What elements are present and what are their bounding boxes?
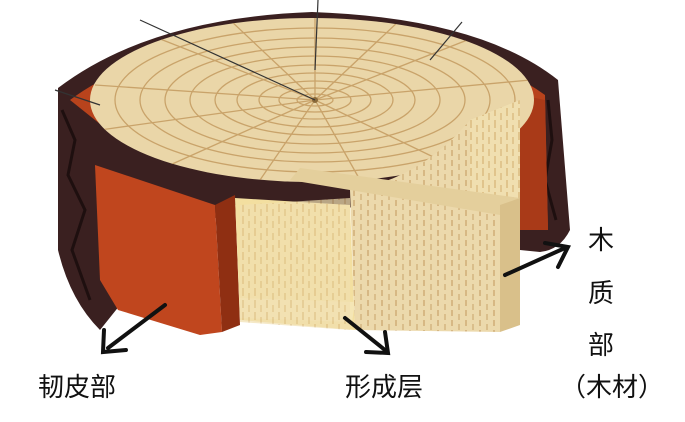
cambium-label: 形成层: [345, 375, 423, 401]
xylem-label-char: 质: [588, 281, 614, 307]
phloem-label: 韧皮部: [38, 375, 116, 401]
xylem-label-char: 部: [588, 333, 614, 359]
xylem-label-char: 木: [588, 228, 614, 254]
xylem-note-label: （木材）: [560, 375, 664, 401]
